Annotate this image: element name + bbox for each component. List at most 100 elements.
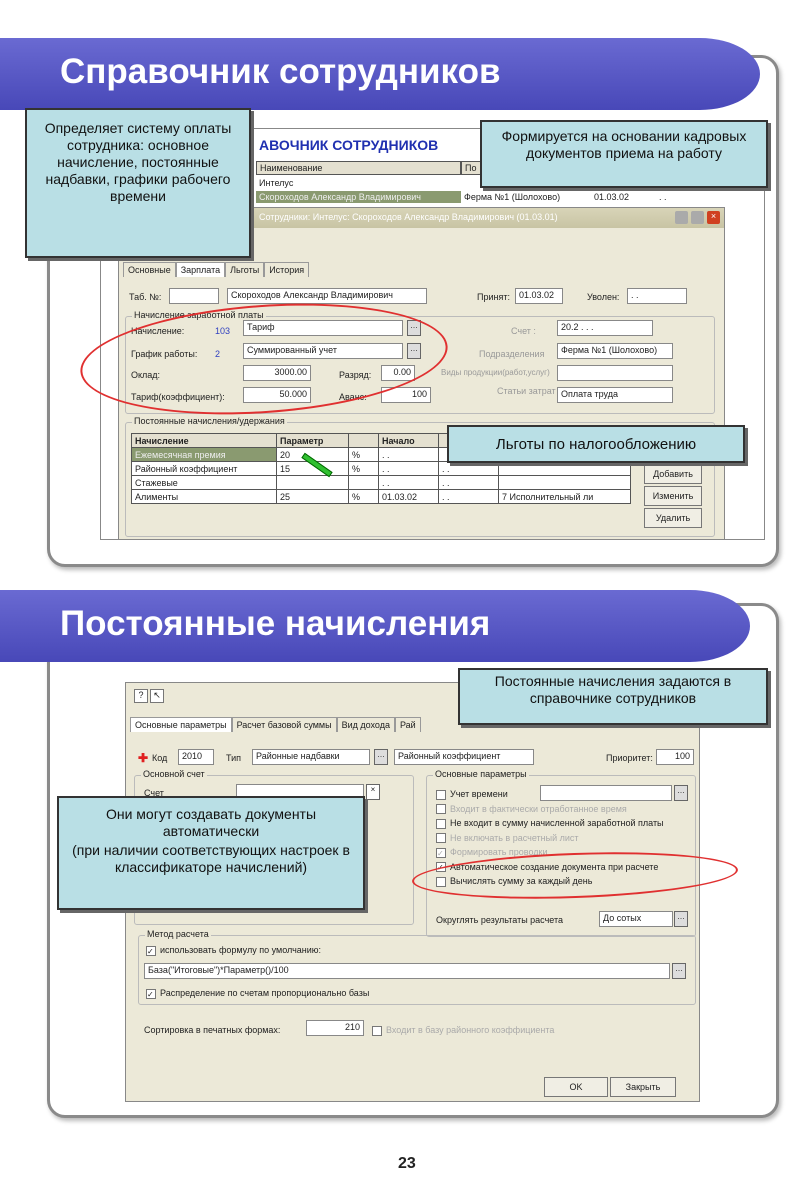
param-checkbox[interactable]: Вычислять сумму за каждый день <box>436 874 664 889</box>
advance-field[interactable]: 100 <box>381 387 431 403</box>
tab-salary[interactable]: Зарплата <box>175 262 226 277</box>
distribute-label: Распределение по счетам пропорционально … <box>160 988 370 998</box>
param-checkbox[interactable]: Учет времени <box>436 787 664 802</box>
checkbox-box[interactable] <box>436 789 446 800</box>
formula-field[interactable]: База("Итоговые")*Параметр()/100 <box>144 963 670 979</box>
help-icon[interactable]: ? <box>134 689 148 703</box>
formula-select-button[interactable]: … <box>672 963 686 979</box>
dept-field[interactable]: Ферма №1 (Шолохово) <box>557 343 673 359</box>
account-clear-button[interactable]: × <box>366 784 380 800</box>
tab-main-params[interactable]: Основные параметры <box>130 717 232 732</box>
window-title: Сотрудники: Интелус: Скороходов Александ… <box>259 212 558 222</box>
priority-field[interactable]: 100 <box>656 749 694 765</box>
cell: % <box>348 447 379 462</box>
product-field[interactable] <box>557 365 673 381</box>
cell: Стажевые <box>131 475 277 490</box>
param-checkbox[interactable]: Не включать в расчетный лист <box>436 831 664 846</box>
hired-field[interactable]: 01.03.02 <box>515 288 563 304</box>
params-group: Основные параметры <box>426 769 696 937</box>
minimize-icon[interactable] <box>675 211 688 224</box>
schedule-select-button[interactable]: … <box>407 343 421 359</box>
salary-field[interactable]: 3000.00 <box>243 365 311 381</box>
employee-name-field[interactable]: Скороходов Александр Владимирович <box>227 288 427 304</box>
param-checkbox[interactable]: Не входит в сумму начисленной заработной… <box>436 816 664 831</box>
time-accounting-field[interactable] <box>540 785 672 801</box>
grade-field[interactable]: 0.00 <box>381 365 415 381</box>
checkbox-box[interactable] <box>436 818 446 829</box>
accrual-field[interactable]: Тариф <box>243 320 403 336</box>
time-select-button[interactable]: … <box>674 785 688 801</box>
code-field[interactable]: 2010 <box>178 749 214 765</box>
tariff-label: Тариф(коэффициент): <box>131 392 225 402</box>
account-group-title: Основной счет <box>141 769 207 779</box>
cell: 25 <box>276 489 349 504</box>
sort-label: Сортировка в печатных формах: <box>144 1025 281 1035</box>
whatsthis-icon[interactable]: ↖ <box>150 689 164 703</box>
sort-field[interactable]: 210 <box>306 1020 364 1036</box>
tariff-field[interactable]: 50.000 <box>243 387 311 403</box>
tab-main[interactable]: Основные <box>123 262 176 277</box>
col-header: Начало <box>378 433 439 448</box>
slide1-title: Справочник сотрудников <box>60 52 501 91</box>
cell: Ежемесячная премия <box>131 447 277 462</box>
checkbox-label: Учет времени <box>450 789 508 799</box>
account-field[interactable]: 20.2 . . . <box>557 320 653 336</box>
list-cell: Ферма №1 (Шолохово) <box>464 192 561 202</box>
salary-group-title: Начисление заработной платы <box>132 310 266 320</box>
checkbox-box[interactable] <box>436 804 446 815</box>
schedule-field[interactable]: Суммированный учет <box>243 343 403 359</box>
list-cell: Скороходов Александр Владимирович <box>256 191 461 203</box>
checkbox-box[interactable] <box>436 833 446 844</box>
round-select-button[interactable]: … <box>674 911 688 927</box>
advance-label: Аванс: <box>339 392 367 402</box>
callout-hr-documents: Формируется на основании кадровых докуме… <box>480 120 768 188</box>
cell <box>276 475 349 490</box>
delete-button[interactable]: Удалить <box>644 508 702 528</box>
tab-no-field[interactable] <box>169 288 219 304</box>
param-checkbox[interactable]: ✓Формировать проводки <box>436 845 664 860</box>
close-icon[interactable]: × <box>707 211 720 224</box>
accrual-code: 103 <box>215 326 231 336</box>
maximize-icon[interactable] <box>691 211 704 224</box>
accrual-name-field[interactable]: Районный коэффициент <box>394 749 534 765</box>
list-row-selected[interactable]: Скороходов Александр Владимирович Ферма … <box>256 191 756 205</box>
cell: . . <box>438 475 499 490</box>
fired-field[interactable]: . . <box>627 288 687 304</box>
cell: Районный коэффициент <box>131 461 277 476</box>
callout-auto-documents: Они могут создавать документы автоматиче… <box>57 796 365 910</box>
salary-group: Начисление заработной платы <box>125 310 715 414</box>
accrual-select-button[interactable]: … <box>407 320 421 336</box>
tab-base-sum[interactable]: Расчет базовой суммы <box>231 717 337 732</box>
list-row[interactable]: Интелус <box>259 178 294 188</box>
tab-more[interactable]: Рай <box>394 717 421 732</box>
page-number: 23 <box>398 1155 416 1172</box>
param-checkbox[interactable]: ✓Автоматическое создание документа при р… <box>436 860 664 875</box>
distribute-checkbox[interactable]: ✓Распределение по счетам пропорционально… <box>146 988 370 999</box>
grade-label: Разряд: <box>339 370 372 380</box>
tab-income-type[interactable]: Вид дохода <box>336 717 395 732</box>
round-field[interactable]: До сотых <box>599 911 673 927</box>
type-select-button[interactable]: … <box>374 749 388 765</box>
callout-tax-benefits: Льготы по налогообложению <box>447 425 745 463</box>
type-field[interactable]: Районные надбавки <box>252 749 370 765</box>
param-checkbox[interactable]: Входит в фактически отработанное время <box>436 802 664 817</box>
checkbox-box[interactable]: ✓ <box>436 862 446 873</box>
ok-button[interactable]: OK <box>544 1077 608 1097</box>
close-button[interactable]: Закрыть <box>610 1077 676 1097</box>
checkbox-box[interactable] <box>436 876 446 887</box>
edit-button[interactable]: Изменить <box>644 486 702 506</box>
use-formula-checkbox[interactable]: ✓использовать формулу по умолчанию: <box>146 945 322 956</box>
checkbox-box[interactable]: ✓ <box>436 847 446 858</box>
cost-field[interactable]: Оплата труда <box>557 387 673 403</box>
add-button[interactable]: Добавить <box>644 464 702 484</box>
slide1-banner: Справочник сотрудников <box>0 38 760 110</box>
regional-base-checkbox[interactable]: Входит в базу районного коэффициента <box>372 1025 554 1036</box>
table-row[interactable]: Стажевые. .. . <box>131 475 631 490</box>
product-label: Виды продукции(работ,услуг) <box>441 368 550 377</box>
tab-history[interactable]: История <box>264 262 310 277</box>
tab-benefits[interactable]: Льготы <box>225 262 265 277</box>
